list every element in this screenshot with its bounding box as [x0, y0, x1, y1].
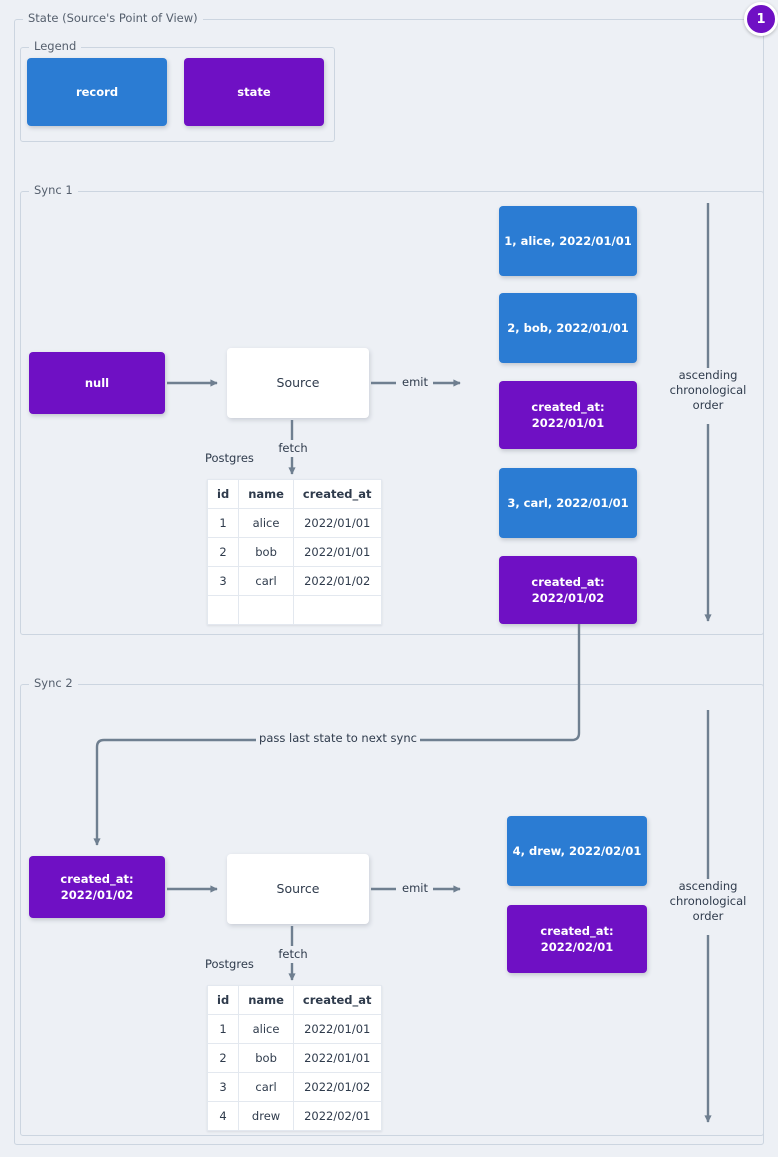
- cell-created-at: [292, 595, 382, 625]
- cell-id: 3: [206, 1072, 240, 1102]
- sync1-stream-item-3-line2: 2022/01/01: [531, 416, 605, 430]
- table-row: 2 bob 2022/01/01: [206, 1043, 382, 1073]
- legend-swatch-state: state: [184, 58, 324, 126]
- col-name: name: [238, 985, 294, 1015]
- sync2-stream-item-2-line2: 2022/02/01: [540, 940, 614, 954]
- sync2-postgres-table: id name created_at 1 alice 2022/01/01 2 …: [206, 985, 382, 1131]
- sync1-group: Sync 1: [20, 183, 764, 635]
- sync1-stream-item-2-label: 2, bob, 2022/01/01: [507, 321, 629, 335]
- sync2-state-input-line1: created_at:: [60, 872, 134, 886]
- col-created-at: created_at: [292, 985, 382, 1015]
- cell-created-at: 2022/01/02: [292, 1072, 382, 1102]
- sync1-stream-item-1-label: 1, alice, 2022/01/01: [504, 234, 632, 248]
- sync2-emit-label: emit: [396, 881, 434, 896]
- legend-swatch-record: record: [27, 58, 167, 126]
- cell-created-at: 2022/01/01: [292, 508, 382, 538]
- cell-created-at: 2022/01/01: [292, 1014, 382, 1044]
- table-header-row: id name created_at: [206, 479, 382, 509]
- sync1-db-label: Postgres: [205, 451, 254, 465]
- cell-id: 4: [206, 1101, 240, 1131]
- cell-name: bob: [238, 1043, 294, 1073]
- sync2-title: Sync 2: [29, 676, 78, 690]
- col-created-at: created_at: [292, 479, 382, 509]
- cell-id: 1: [206, 1014, 240, 1044]
- legend-group: Legend: [20, 39, 335, 142]
- sync1-emit-label: emit: [396, 375, 434, 390]
- table-row: 2 bob 2022/01/01: [206, 537, 382, 567]
- legend-label-record: record: [75, 85, 119, 99]
- table-row-empty: [206, 595, 382, 625]
- cell-created-at: 2022/01/01: [292, 537, 382, 567]
- cell-name: drew: [238, 1101, 294, 1131]
- sync1-stream-item-5-line1: created_at:: [531, 575, 605, 589]
- sync1-stream-item-4-label: 3, carl, 2022/01/01: [507, 496, 629, 510]
- cell-name: [238, 595, 294, 625]
- sync2-stream-item-1: 4, drew, 2022/02/01: [507, 816, 647, 886]
- cell-name: bob: [238, 537, 294, 567]
- legend-label-state: state: [237, 85, 271, 99]
- table-row: 1 alice 2022/01/01: [206, 1014, 382, 1044]
- sync1-stream-item-2: 2, bob, 2022/01/01: [499, 293, 637, 363]
- cell-name: carl: [238, 1072, 294, 1102]
- sync2-db-label: Postgres: [205, 957, 254, 971]
- table-row: 3 carl 2022/01/02: [206, 566, 382, 596]
- sync1-stream-item-4: 3, carl, 2022/01/01: [499, 468, 637, 538]
- cell-id: 1: [206, 508, 240, 538]
- sync2-fetch-label: fetch: [278, 947, 308, 961]
- sync2-source-node: Source: [227, 854, 369, 924]
- cell-id: 3: [206, 566, 240, 596]
- sync1-state-input: null: [29, 352, 165, 414]
- sync1-stream-item-5-line2: 2022/01/02: [531, 591, 605, 605]
- cell-name: alice: [238, 1014, 294, 1044]
- sync1-postgres-table: id name created_at 1 alice 2022/01/01 2 …: [206, 479, 382, 625]
- sync2-stream-item-2: created_at: 2022/02/01: [507, 905, 647, 973]
- cell-name: alice: [238, 508, 294, 538]
- outer-group-title: State (Source's Point of View): [23, 11, 203, 25]
- sync2-source-label: Source: [276, 881, 320, 896]
- col-id: id: [206, 479, 240, 509]
- sync2-stream-item-2-line1: created_at:: [540, 924, 614, 938]
- sync2-order-note: ascending chronological order: [669, 879, 747, 923]
- sync1-stream-item-5: created_at: 2022/01/02: [499, 556, 637, 624]
- table-row: 1 alice 2022/01/01: [206, 508, 382, 538]
- sync1-source-node: Source: [227, 348, 369, 418]
- step-badge-1: 1: [744, 2, 778, 36]
- cell-id: 2: [206, 1043, 240, 1073]
- col-name: name: [238, 479, 294, 509]
- legend-title: Legend: [29, 39, 82, 53]
- cell-created-at: 2022/01/01: [292, 1043, 382, 1073]
- sync1-stream-item-3: created_at: 2022/01/01: [499, 381, 637, 449]
- sync1-state-input-label: null: [84, 376, 110, 390]
- sync2-stream-item-1-label: 4, drew, 2022/02/01: [512, 844, 642, 858]
- cell-created-at: 2022/01/02: [292, 566, 382, 596]
- table-row: 4 drew 2022/02/01: [206, 1101, 382, 1131]
- table-row: 3 carl 2022/01/02: [206, 1072, 382, 1102]
- sync1-stream-item-3-line1: created_at:: [531, 400, 605, 414]
- table-header-row: id name created_at: [206, 985, 382, 1015]
- cell-id: 2: [206, 537, 240, 567]
- cell-name: carl: [238, 566, 294, 596]
- sync1-stream-item-1: 1, alice, 2022/01/01: [499, 206, 637, 276]
- transition-label: pass last state to next sync: [256, 731, 420, 746]
- col-id: id: [206, 985, 240, 1015]
- sync2-state-input: created_at: 2022/01/02: [29, 856, 165, 918]
- cell-created-at: 2022/02/01: [292, 1101, 382, 1131]
- sync2-state-input-line2: 2022/01/02: [60, 888, 134, 902]
- sync1-title: Sync 1: [29, 183, 78, 197]
- cell-id: [206, 595, 240, 625]
- sync1-source-label: Source: [276, 375, 320, 390]
- sync1-fetch-label: fetch: [278, 441, 308, 455]
- sync1-order-note: ascending chronological order: [669, 368, 747, 412]
- sync2-group: Sync 2: [20, 676, 764, 1136]
